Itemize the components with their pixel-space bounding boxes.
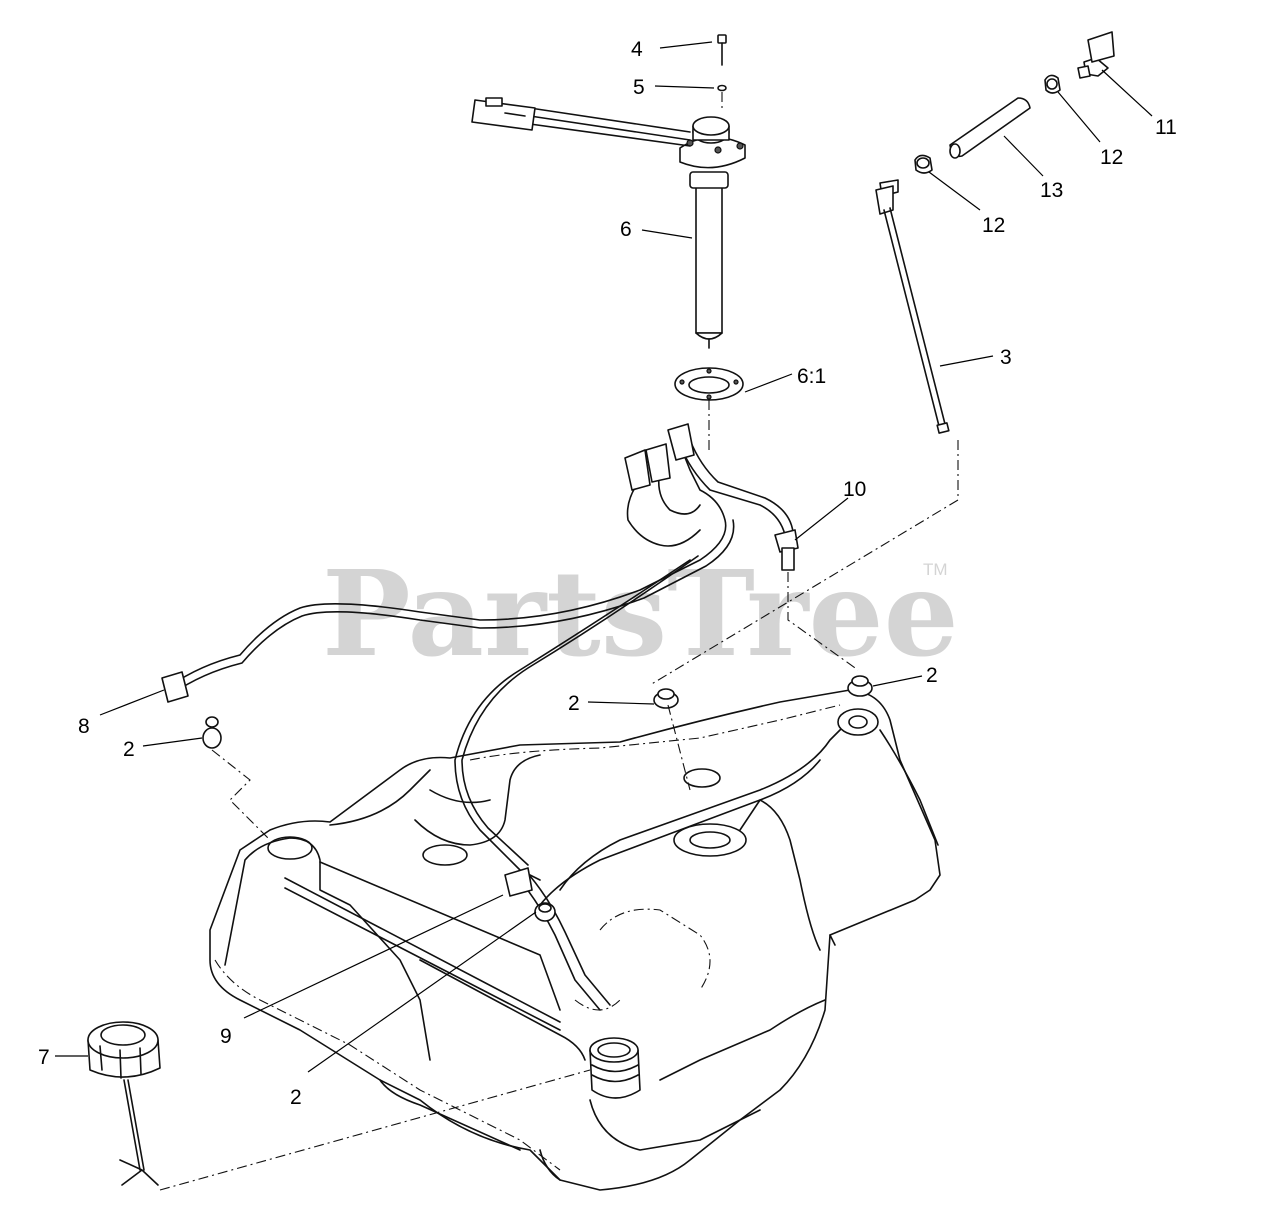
svg-text:2: 2 [290,1086,302,1109]
callout-5: 5 [633,76,715,99]
grommet-center [653,688,679,709]
svg-text:3: 3 [1000,346,1012,369]
svg-text:8: 8 [78,715,90,738]
svg-text:2: 2 [123,738,135,761]
fuel-level-sender [471,97,746,349]
callout-6: 6 [620,218,693,241]
callout-2-center: 2 [568,692,655,715]
svg-text:12: 12 [982,214,1005,237]
watermark-text: PartsTree [322,544,959,683]
grommet-right [847,675,873,697]
svg-text:2: 2 [926,664,938,687]
screw [717,34,727,110]
hose-assembly [914,31,1115,174]
svg-text:5: 5 [633,76,645,99]
callout-9: 9 [220,894,504,1048]
watermark: PartsTree TM [322,544,959,683]
svg-text:9: 9 [220,1025,232,1048]
callouts: 4 5 6 6:1 3 11 12 12 [38,38,1177,1109]
svg-text:2: 2 [568,692,580,715]
svg-text:7: 7 [38,1046,50,1069]
callout-10: 10 [794,478,866,541]
sender-gasket [674,367,744,401]
callout-2-right: 2 [872,664,938,687]
svg-text:12: 12 [1100,146,1123,169]
svg-text:10: 10 [843,478,866,501]
filler-neck [589,1037,641,1099]
fuel-lines [161,423,799,1011]
fuel-tank [209,689,941,1191]
fuel-cap [87,1021,161,1186]
callout-11: 11 [1101,69,1177,139]
svg-text:6:1: 6:1 [797,365,826,388]
callout-13: 13 [1003,135,1063,202]
callout-7: 7 [38,1046,88,1069]
svg-text:4: 4 [631,38,643,61]
center-lines [159,400,959,1191]
svg-text:11: 11 [1155,116,1177,139]
callout-12-lower: 12 [928,171,1005,237]
callout-2-left: 2 [123,737,203,761]
grommet-lower [534,902,556,922]
grommet-left [202,716,222,749]
pickup-tube [875,179,950,434]
callout-8: 8 [78,689,165,738]
callout-12-upper: 12 [1057,91,1123,169]
callout-6-1: 6:1 [744,365,826,393]
svg-text:6: 6 [620,218,632,241]
callout-2-lower: 2 [290,911,537,1109]
watermark-trademark: TM [923,560,948,579]
svg-text:13: 13 [1040,179,1063,202]
callout-4: 4 [631,38,713,61]
grommets [202,675,873,922]
callout-3: 3 [939,346,1012,369]
